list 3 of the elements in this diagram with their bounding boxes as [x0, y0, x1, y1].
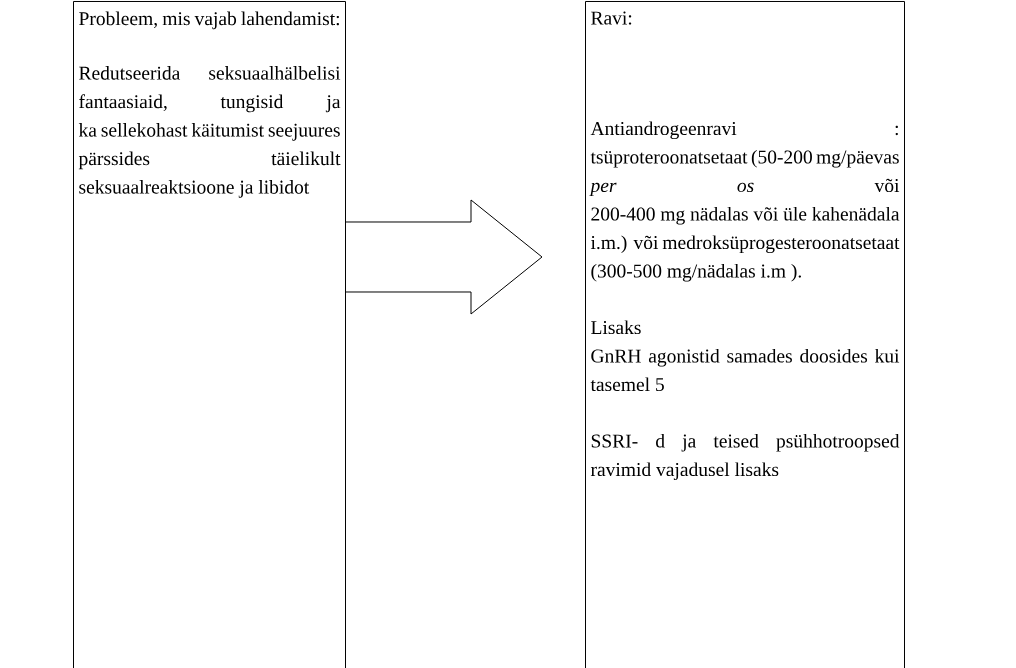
block-arrow: [345, 199, 543, 315]
text-box: Probleem, mis vajab lahendamist: Redutseerida seksuaalhälbelisi fantaasiaid, tungisid ja ka sellekohast käitumist seejuures pärssides täielikult seksuaalreaktsioone ja libidot: [73, 1, 346, 668]
text-box: Ravi: Antiandrogeenravi : tsüproteroonatsetaat (50-200 mg/päevas per os või 200-400 mg nädalas või üle kahenädala i.m.) või medroksüprogesteroonatsetaat (300-500 mg/nädalas i.m ). Lisaks GnRH agonistid samades doosides kui tasemel 5 SSRI- d ja teised psühhotroopsed ravimid vajadusel lisaks: [585, 1, 905, 668]
